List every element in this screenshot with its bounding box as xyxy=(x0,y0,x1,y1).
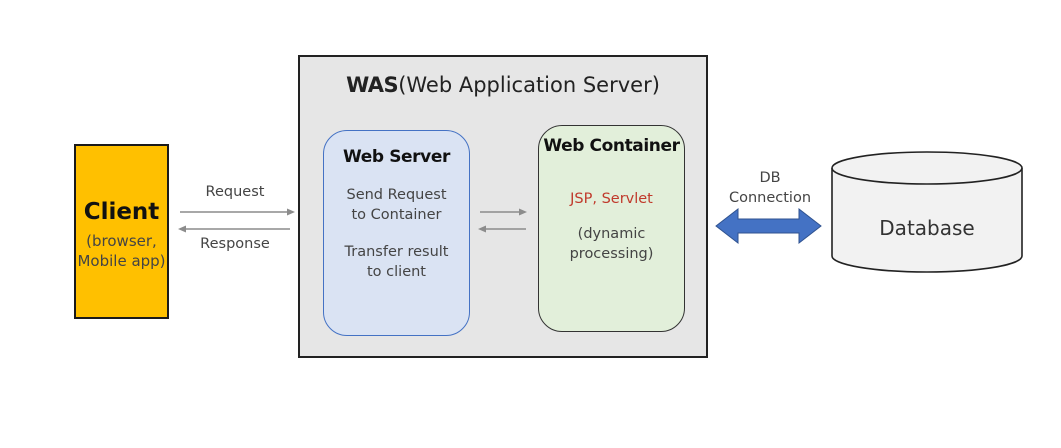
web-server-title: Web Server xyxy=(343,147,450,167)
was-title: WAS(Web Application Server) xyxy=(300,73,706,97)
web-server-send-text: Send Request to Container xyxy=(324,185,469,225)
web-container-processing-text: (dynamic processing) xyxy=(539,224,684,264)
database-label: Database xyxy=(879,216,975,240)
response-arrow xyxy=(178,225,290,233)
client-box: Client (browser, Mobile app) xyxy=(74,144,169,319)
web-server-box: Web Server Send Request to Container Tra… xyxy=(323,130,470,336)
was-title-bold: WAS xyxy=(346,73,399,97)
db-connection-line1: DB xyxy=(759,170,781,186)
request-arrow xyxy=(180,208,295,216)
web-container-line2: processing) xyxy=(569,246,654,262)
web-server-line4: to client xyxy=(367,264,426,280)
web-container-title: Web Container xyxy=(543,136,680,156)
to-container-arrow xyxy=(480,208,527,216)
web-container-tech: JSP, Servlet xyxy=(570,191,653,207)
client-subtitle-line2: Mobile app) xyxy=(77,251,166,270)
web-server-transfer-text: Transfer result to client xyxy=(324,242,469,282)
db-connection-arrow xyxy=(715,207,822,245)
client-subtitle: (browser, Mobile app) xyxy=(77,231,165,271)
to-web-server-arrow xyxy=(478,225,526,233)
web-server-line1: Send Request xyxy=(346,187,447,203)
db-connection-line2: Connection xyxy=(728,190,812,206)
client-subtitle-line1: (browser, xyxy=(86,231,157,250)
db-connection-label: DB Connection xyxy=(720,168,820,208)
was-box: WAS(Web Application Server) Web Server S… xyxy=(298,55,708,358)
client-title: Client xyxy=(83,198,160,225)
web-container-box: Web Container JSP, Servlet (dynamic proc… xyxy=(538,125,685,332)
was-title-rest: (Web Application Server) xyxy=(398,73,660,97)
database-cylinder xyxy=(831,151,1023,273)
request-label: Request xyxy=(205,184,265,200)
web-server-line3: Transfer result xyxy=(344,244,449,260)
response-label: Response xyxy=(200,236,270,252)
web-server-line2: to Container xyxy=(351,207,442,223)
web-container-line1: (dynamic xyxy=(577,226,646,242)
